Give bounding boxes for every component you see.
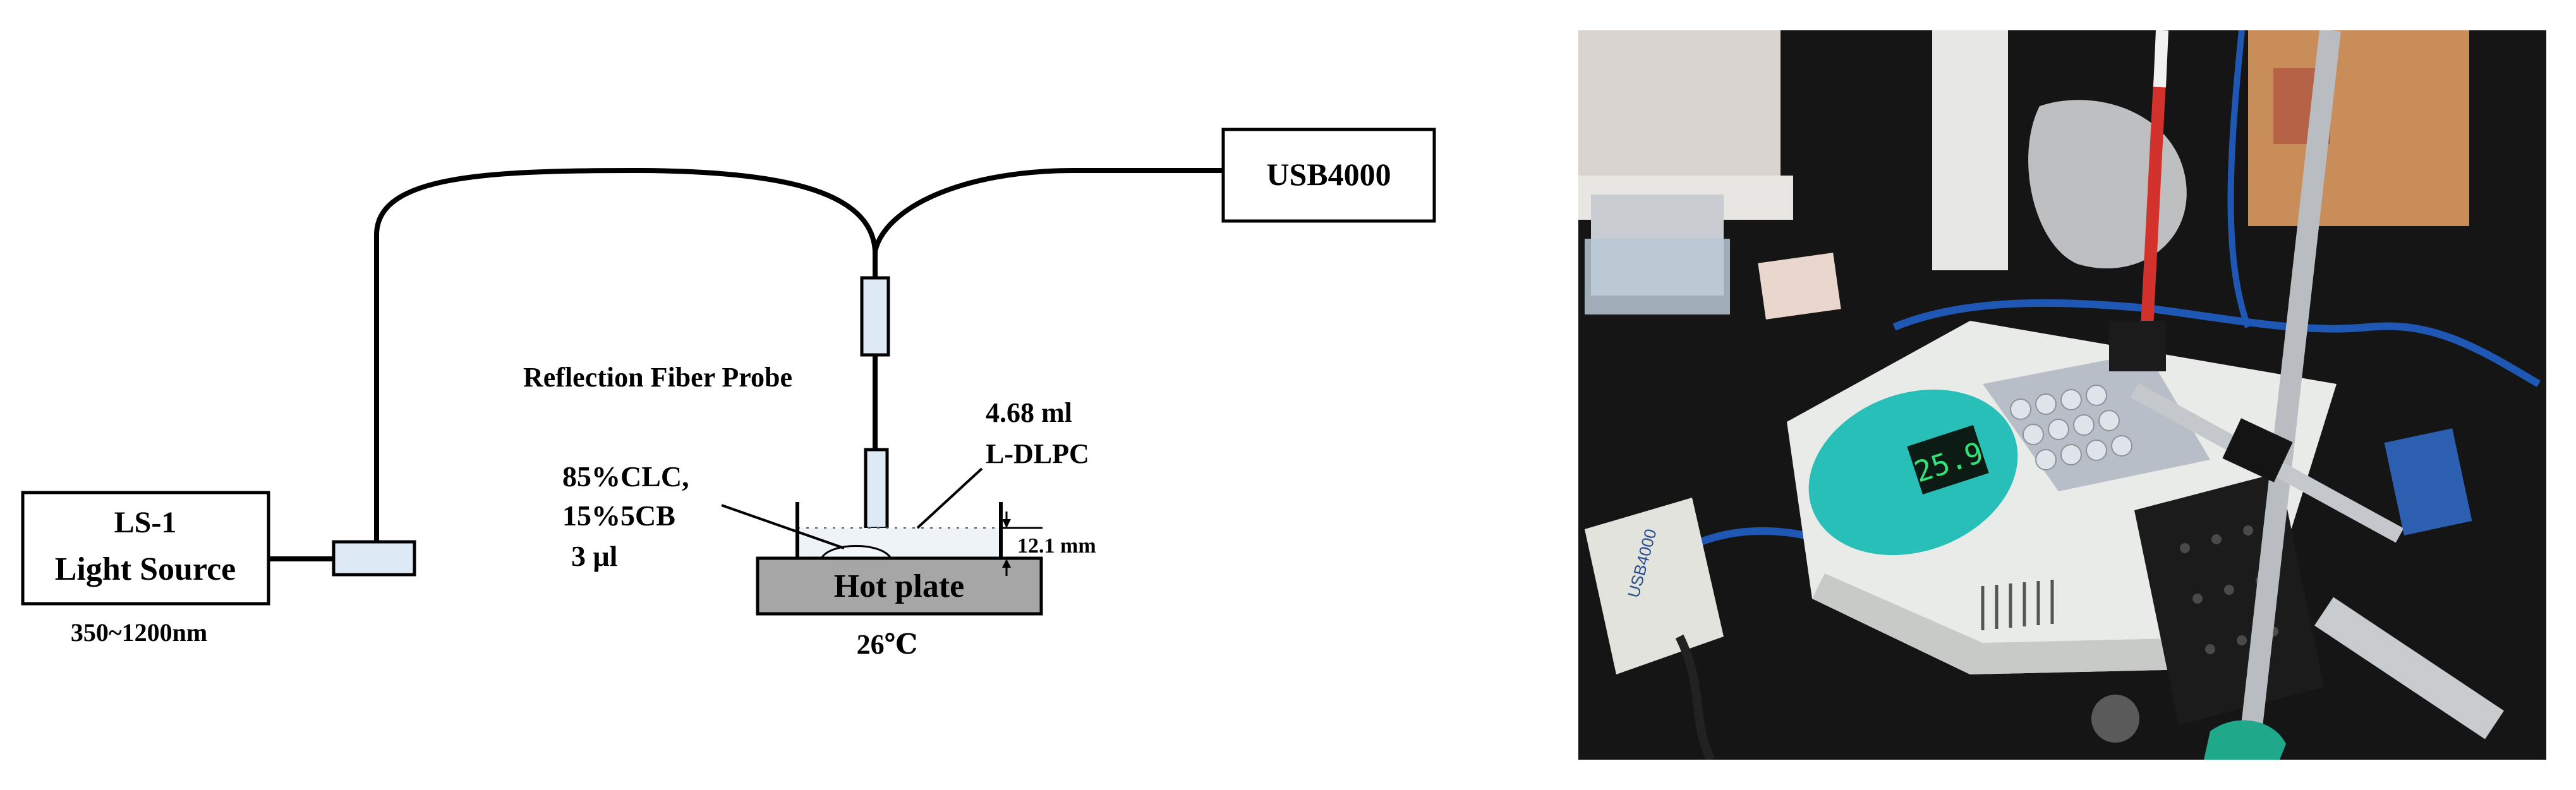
photo-probe-holder <box>2109 321 2166 371</box>
sample-line-3: 3 μl <box>571 540 617 572</box>
spectrometer-box <box>1221 128 1436 223</box>
solution-name: L-DLPC <box>986 438 1089 469</box>
photo-knob <box>2091 695 2139 743</box>
depth-arrow-bottom-head <box>1002 559 1011 568</box>
sample-pointer <box>721 504 845 549</box>
light-source-box <box>21 491 270 606</box>
light-source-name: LS-1 <box>114 506 177 539</box>
photo-container <box>1585 239 1730 314</box>
spectrometer-label: USB4000 <box>1266 157 1391 192</box>
light-source-range: 350~1200nm <box>71 618 207 647</box>
sample-droplet <box>820 545 892 559</box>
sample-line-2: 15%5CB <box>562 500 675 532</box>
photo-spectrometer <box>1585 498 1724 674</box>
hot-plate-label: Hot plate <box>834 568 965 604</box>
depth-arrow-top-head <box>1002 519 1011 528</box>
fiber-spectrometer <box>873 168 1223 252</box>
probe-lower <box>864 448 889 530</box>
fiber-light-source <box>374 167 878 542</box>
photo-fiber-blue-2 <box>2227 30 2251 328</box>
photo-wells <box>2010 385 2132 470</box>
photo-wall <box>1578 30 1781 195</box>
photo-vertical-rod <box>2237 30 2341 760</box>
photo-microscope-column <box>1932 30 2008 270</box>
source-fiber-connector <box>332 540 416 577</box>
solution-pointer <box>916 467 983 529</box>
photo-fiber-red <box>2141 80 2166 328</box>
photo-micrometer <box>2314 597 2504 739</box>
photo-clamp <box>2222 418 2293 482</box>
light-source-subtitle: Light Source <box>55 551 236 587</box>
probe-upper <box>860 276 890 357</box>
temperature-label: 26℃ <box>857 629 918 660</box>
setup-schematic: LS-1 Light Source 350~1200nm USB4000 Ref… <box>21 128 1436 660</box>
photo-green-item <box>2204 720 2286 760</box>
probe-label: Reflection Fiber Probe <box>523 362 792 393</box>
solution-volume: 4.68 ml <box>986 397 1072 428</box>
hot-plate <box>756 556 1043 616</box>
photo-fiber-red-white <box>2153 30 2168 88</box>
photo-vents <box>1981 580 2054 630</box>
photo-hot-plate-side <box>1812 573 2254 674</box>
photo-display <box>1907 424 1989 495</box>
photo-fiber-blue <box>1892 299 2541 388</box>
photo-label-card <box>1758 253 1841 320</box>
sample-line-1: 85%CLC, <box>562 460 689 493</box>
depth-label: 12.1 mm <box>1017 534 1096 558</box>
photo-blue-device <box>2384 428 2472 536</box>
photo-usb-cable <box>1675 634 1715 760</box>
